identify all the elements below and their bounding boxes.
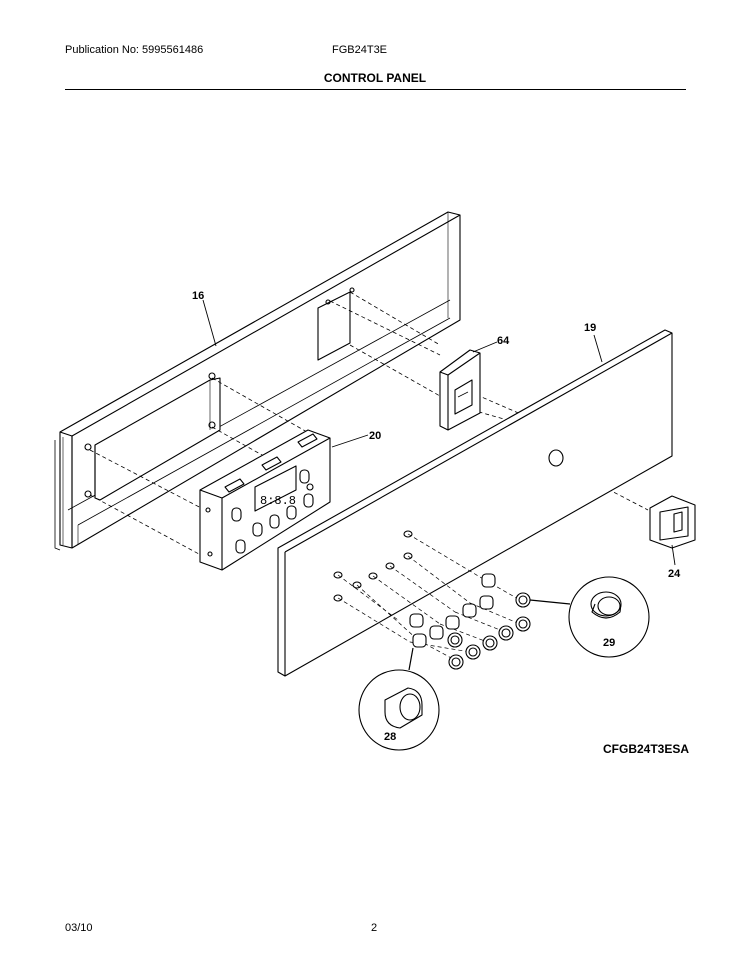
- bracket-64: [439, 349, 481, 431]
- callout-20: 20: [369, 430, 381, 442]
- rocker-switch-24: [649, 495, 696, 549]
- drawing-code: CFGB24T3ESA: [603, 742, 689, 756]
- callout-28: 28: [384, 731, 396, 743]
- footer-date: 03/10: [65, 922, 93, 934]
- svg-text:8:8.8: 8:8.8: [260, 494, 296, 508]
- model-number: FGB24T3E: [332, 44, 388, 56]
- callout-24: 24: [668, 568, 681, 580]
- callout-16: 16: [192, 290, 204, 302]
- publication-number: Publication No: 5995561486: [65, 44, 204, 56]
- back-panel: [54, 211, 461, 551]
- callout-64: 64: [497, 335, 510, 347]
- callout-29: 29: [603, 637, 615, 649]
- section-title: CONTROL PANEL: [323, 71, 427, 85]
- button-stems: [337, 533, 531, 670]
- control-board-20: 8:8.8: [199, 429, 331, 571]
- header-rule: [65, 89, 686, 90]
- page-number: 2: [371, 922, 378, 934]
- front-panel-19: [277, 329, 673, 677]
- detail-29: [529, 576, 650, 658]
- callout-19: 19: [584, 322, 596, 334]
- leader-lines: [202, 299, 676, 566]
- detail-28: [358, 647, 440, 751]
